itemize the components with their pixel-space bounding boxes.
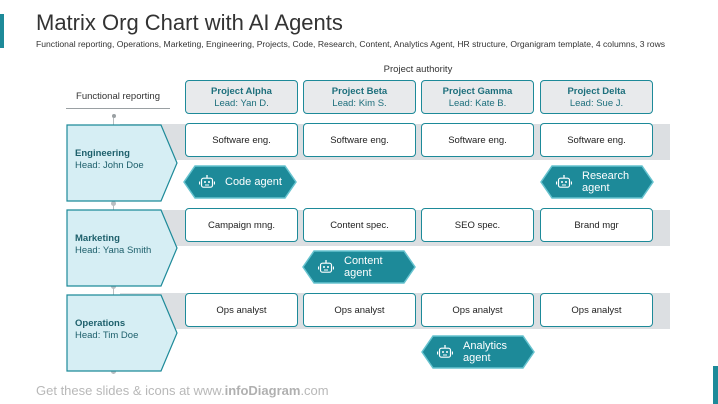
agent-label: Content agent — [344, 255, 383, 279]
functional-reporting-underline — [66, 108, 170, 109]
page-title: Matrix Org Chart with AI Agents — [36, 10, 343, 35]
project-lead: Lead: Yan D. — [214, 98, 269, 109]
project-name: Project Gamma — [442, 86, 513, 97]
footer-brand: infoDiagram — [224, 383, 301, 398]
robot-icon — [199, 175, 215, 188]
dept-operations[interactable]: Operations Head: Tim Doe — [66, 294, 178, 372]
agent-hex-shape — [540, 165, 654, 199]
project-box-delta[interactable]: Project Delta Lead: Sue J. — [540, 80, 653, 114]
role-box[interactable]: Ops analyst — [185, 293, 298, 327]
project-authority-label: Project authority — [383, 64, 453, 75]
project-box-beta[interactable]: Project Beta Lead: Kim S. — [303, 80, 416, 114]
agent-code[interactable]: Code agent — [183, 165, 297, 199]
agent-research[interactable]: Research agent — [540, 165, 654, 199]
agent-label: Code agent — [225, 176, 282, 188]
role-box[interactable]: Software eng. — [303, 123, 416, 157]
footer-prefix: Get these slides & icons at www. — [36, 383, 225, 398]
agent-hex-shape — [183, 165, 297, 199]
agent-hex-shape — [302, 250, 416, 284]
dept-head: Head: Tim Doe — [75, 330, 139, 341]
dept-arrow-shape — [66, 294, 178, 372]
role-box[interactable]: Software eng. — [185, 123, 298, 157]
dept-name: Operations — [75, 318, 126, 329]
page-subtitle: Functional reporting, Operations, Market… — [36, 39, 666, 49]
dept-head: Head: John Doe — [75, 160, 144, 171]
robot-icon — [437, 345, 453, 358]
project-lead: Lead: Kim S. — [332, 98, 387, 109]
dept-engineering[interactable]: Engineering Head: John Doe — [66, 124, 178, 202]
dept-head: Head: Yana Smith — [75, 245, 152, 256]
robot-icon — [556, 175, 572, 188]
footer-credit: Get these slides & icons at www.infoDiag… — [36, 383, 329, 398]
role-box[interactable]: Brand mgr — [540, 208, 653, 242]
dept-arrow-shape — [66, 124, 178, 202]
role-box[interactable]: Ops analyst — [540, 293, 653, 327]
functional-reporting-label: Functional reporting — [76, 91, 160, 102]
dept-name: Engineering — [75, 148, 130, 159]
role-box[interactable]: Content spec. — [303, 208, 416, 242]
agent-hex-shape — [421, 335, 535, 369]
project-lead: Lead: Sue J. — [569, 98, 624, 109]
role-box[interactable]: Ops analyst — [421, 293, 534, 327]
dept-arrow-shape — [66, 209, 178, 287]
project-box-gamma[interactable]: Project Gamma Lead: Kate B. — [421, 80, 534, 114]
role-box[interactable]: SEO spec. — [421, 208, 534, 242]
role-box[interactable]: Software eng. — [540, 123, 653, 157]
agent-label: Research agent — [582, 170, 630, 194]
connector-dot — [112, 114, 116, 118]
project-name: Project Beta — [331, 86, 388, 97]
connector-dot — [111, 201, 116, 206]
dept-marketing[interactable]: Marketing Head: Yana Smith — [66, 209, 178, 287]
project-lead: Lead: Kate B. — [448, 98, 507, 109]
project-box-alpha[interactable]: Project Alpha Lead: Yan D. — [185, 80, 298, 114]
project-name: Project Alpha — [211, 86, 272, 97]
robot-icon — [318, 260, 334, 273]
role-box[interactable]: Software eng. — [421, 123, 534, 157]
agent-content[interactable]: Content agent — [302, 250, 416, 284]
dept-name: Marketing — [75, 233, 120, 244]
agent-analytics[interactable]: Analytics agent — [421, 335, 535, 369]
agent-label: Analytics agent — [463, 340, 508, 364]
footer-suffix: .com — [300, 383, 329, 398]
role-box[interactable]: Campaign mng. — [185, 208, 298, 242]
project-name: Project Delta — [567, 86, 626, 97]
role-box[interactable]: Ops analyst — [303, 293, 416, 327]
left-accent-bar — [0, 14, 4, 48]
right-accent-bar — [713, 366, 718, 404]
